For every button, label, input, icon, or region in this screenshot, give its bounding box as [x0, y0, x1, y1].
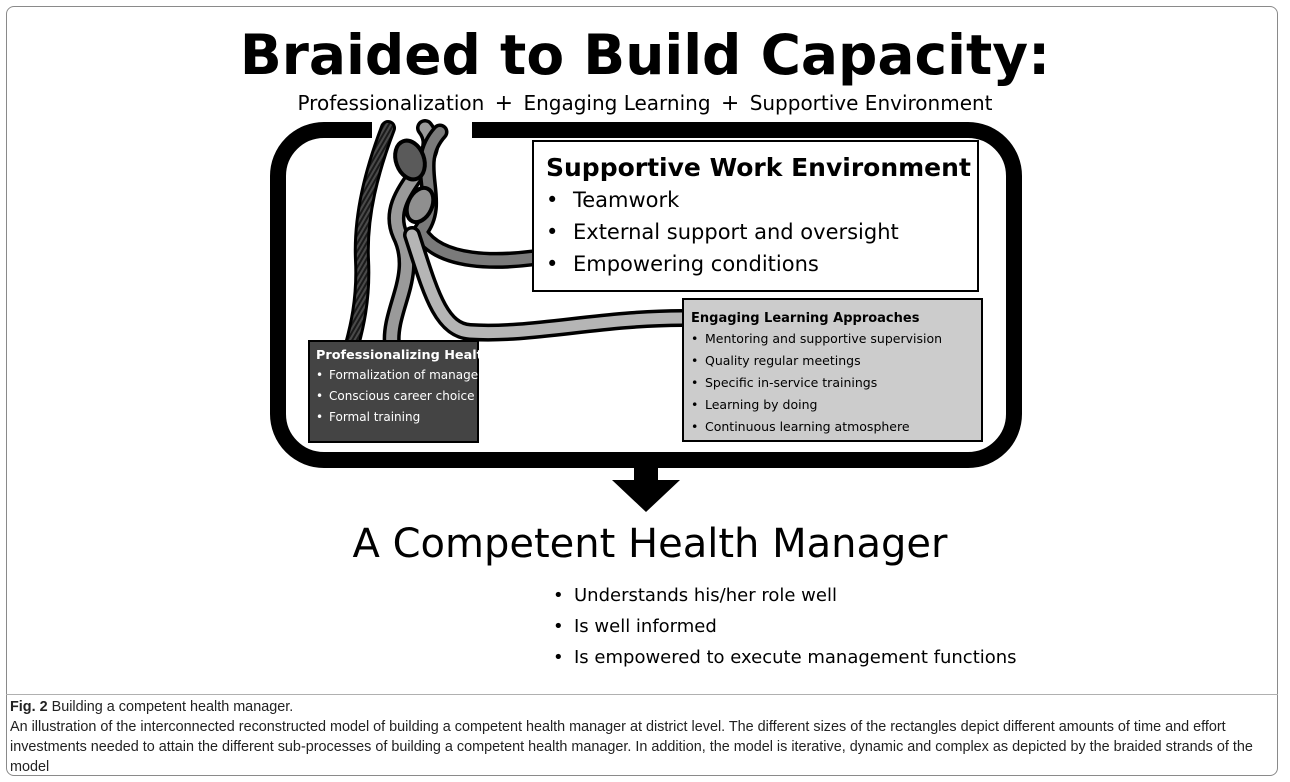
- figure-label: Fig. 2: [10, 699, 48, 715]
- list-item: Formalization of management role: [316, 365, 536, 386]
- supportive-list: Teamwork External support and oversight …: [546, 184, 969, 280]
- diagram-subtitle: Professionalization + Engaging Learning …: [0, 90, 1290, 117]
- list-item: External support and oversight: [546, 216, 969, 248]
- subtitle-part-professionalization: Professionalization: [297, 91, 485, 115]
- supportive-work-environment-box: Supportive Work Environment Teamwork Ext…: [532, 140, 979, 292]
- plus-separator-icon: +: [720, 91, 740, 116]
- engaging-list: Mentoring and supportive supervision Qua…: [691, 328, 977, 438]
- engaging-learning-approaches-box: Engaging Learning Approaches Mentoring a…: [682, 298, 983, 442]
- down-arrow-icon: [612, 452, 680, 512]
- list-item: Understands his/her role well: [553, 580, 1017, 611]
- list-item: Teamwork: [546, 184, 969, 216]
- strand-fill: [347, 123, 393, 350]
- caption-text: An illustration of the interconnected re…: [10, 719, 1253, 775]
- plus-separator-icon: +: [494, 91, 514, 116]
- subtitle-part-supportive-environment: Supportive Environment: [749, 91, 993, 115]
- list-item: Specific in-service trainings: [691, 372, 977, 394]
- caption-divider: [6, 694, 1278, 695]
- braid-knot: [393, 138, 427, 182]
- professionalizing-health-managers-box: Professionalizing Health Managers Formal…: [308, 340, 568, 443]
- list-item: Is empowered to execute management funct…: [553, 642, 1017, 673]
- figure-frame: [6, 6, 1278, 776]
- list-item: Continuous learning atmosphere: [691, 416, 977, 438]
- competent-manager-title: A Competent Health Manager: [352, 521, 948, 567]
- subtitle-part-engaging-learning: Engaging Learning: [523, 91, 711, 115]
- supportive-heading: Supportive Work Environment: [546, 153, 971, 182]
- diagram-title: Braided to Build Capacity:: [239, 23, 1051, 87]
- list-item: Formal training: [316, 407, 475, 428]
- caption-title-line: Fig. 2 Building a competent health manag…: [10, 697, 1278, 717]
- strand-outline: [409, 123, 541, 269]
- figure-caption: Fig. 2 Building a competent health manag…: [10, 697, 1278, 777]
- list-item: Empowering conditions: [546, 248, 969, 280]
- list-item: Is well informed: [553, 611, 1017, 642]
- caption-title: Building a competent health manager.: [51, 699, 294, 715]
- strand-fill: [406, 229, 688, 339]
- list-item: Quality regular meetings: [691, 350, 977, 372]
- braid-knot: [404, 185, 436, 225]
- engaging-heading: Engaging Learning Approaches: [691, 311, 920, 326]
- braided-strands: [344, 119, 691, 354]
- list-item: Conscious career choice: [316, 386, 475, 407]
- professionalizing-heading: Professionalizing Health Managers: [316, 348, 568, 363]
- list-item: Learning by doing: [691, 394, 977, 416]
- professionalizing-list: Formalization of management role Conscio…: [316, 365, 536, 428]
- list-item: Mentoring and supportive supervision: [691, 328, 977, 350]
- competent-manager-list: Understands his/her role well Is well in…: [553, 580, 1017, 673]
